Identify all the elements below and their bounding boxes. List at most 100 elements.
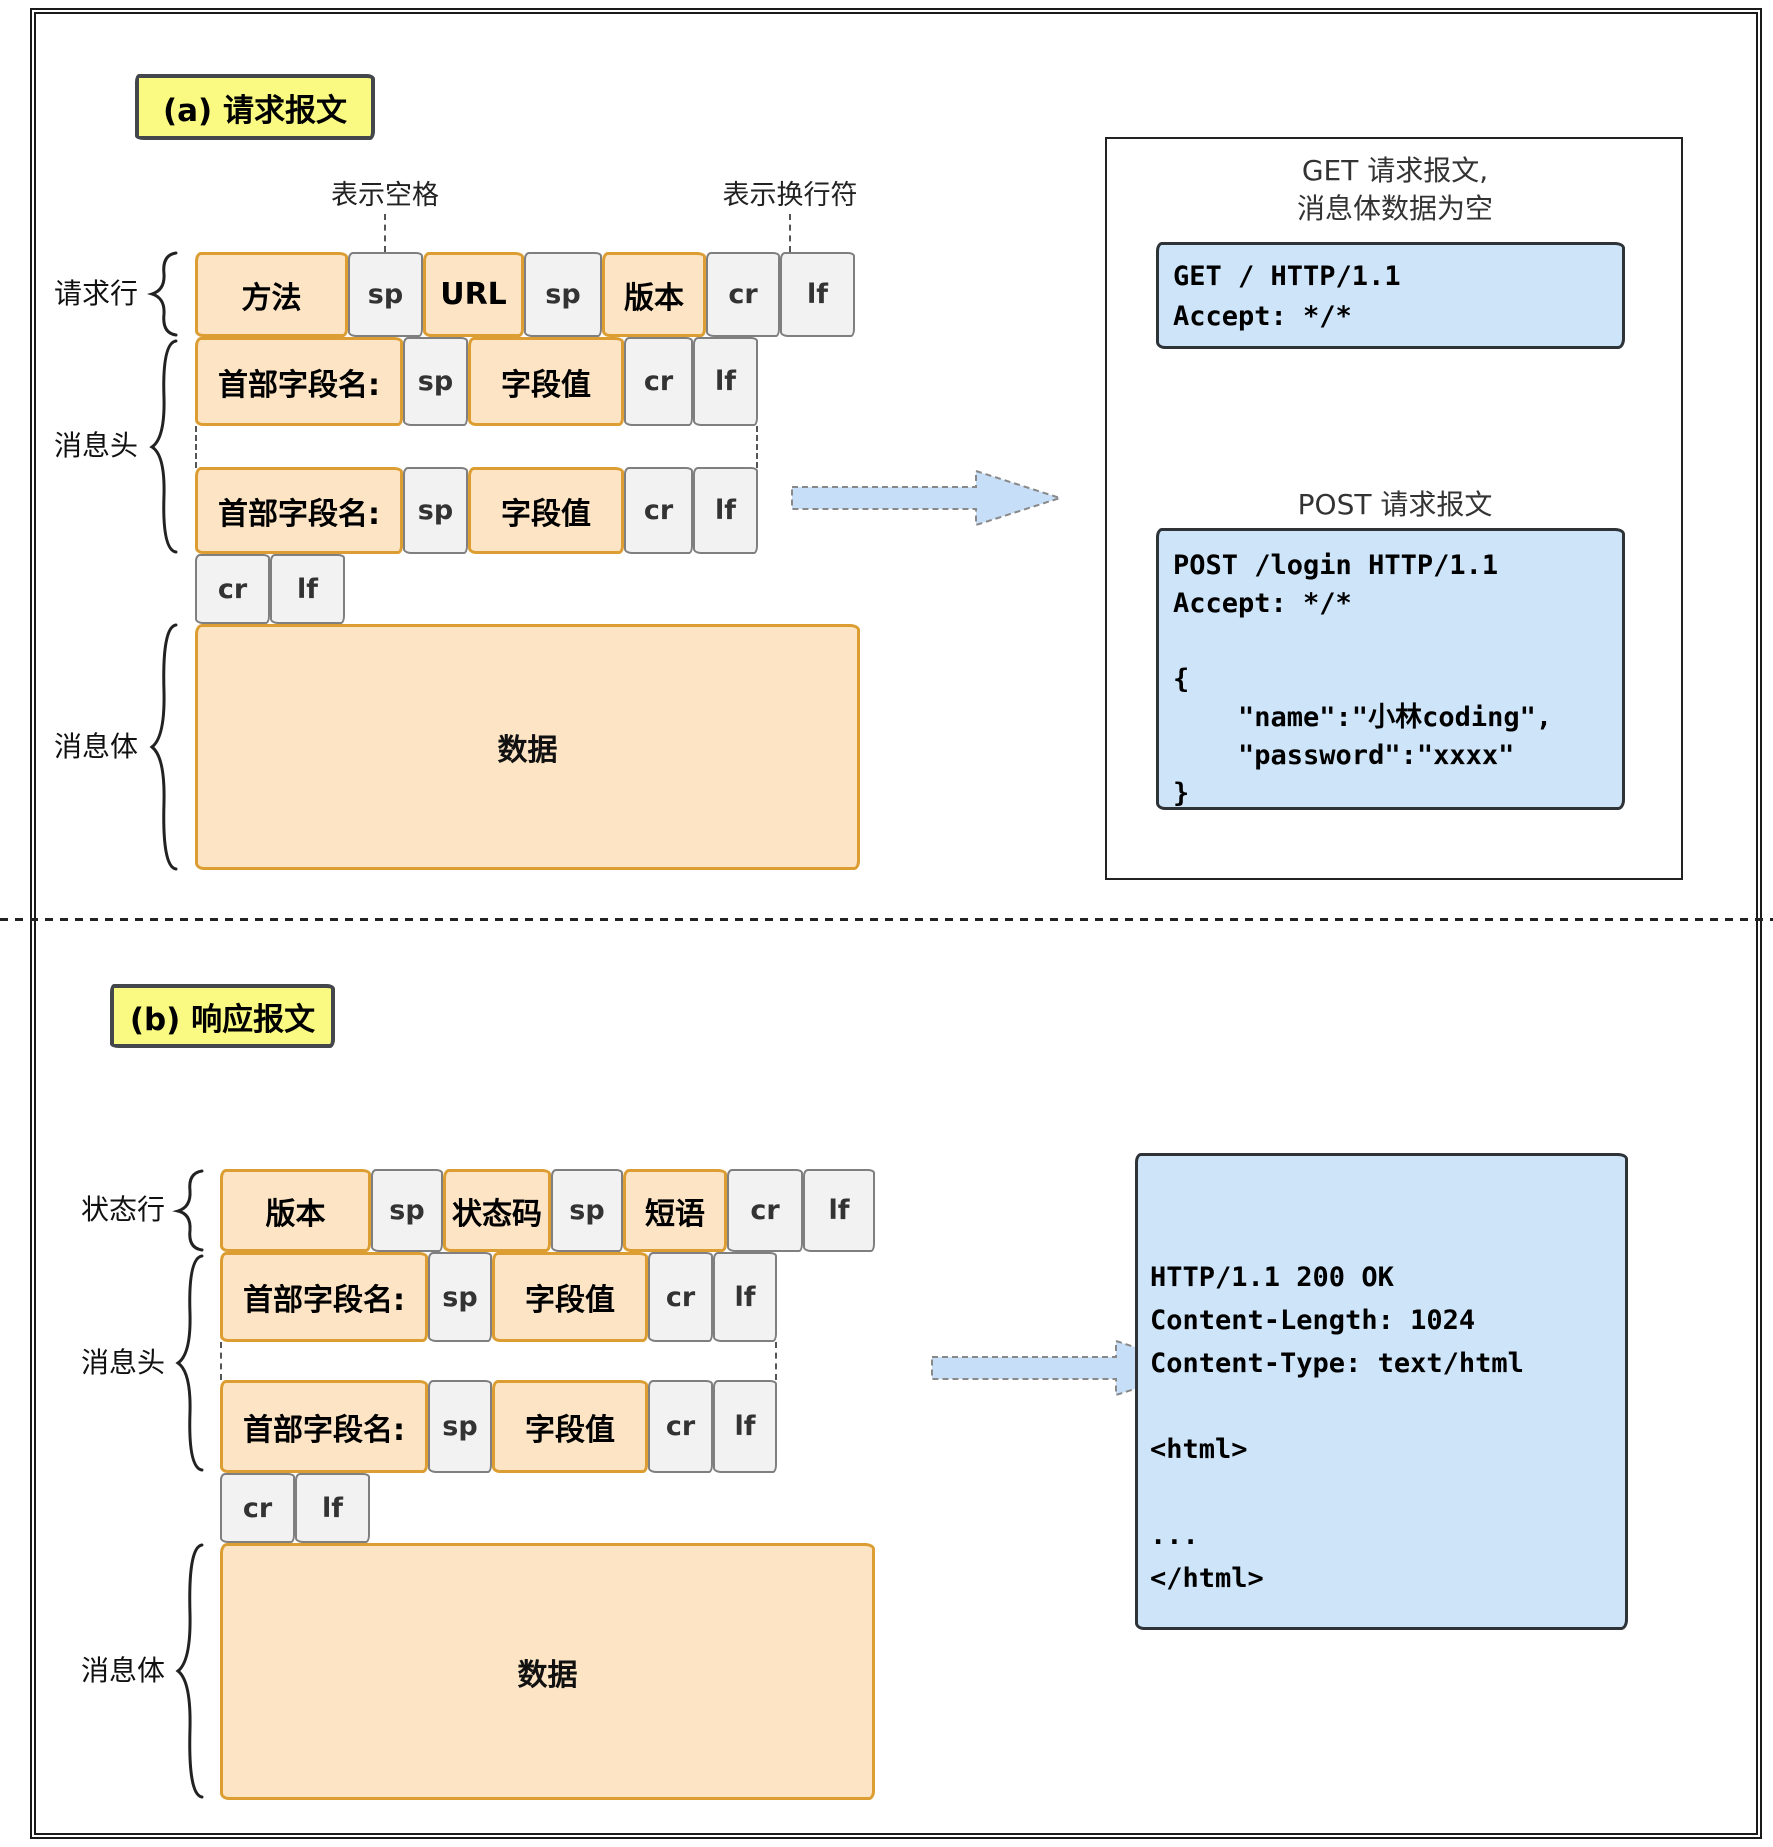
cell-header-value-label: 字段值	[501, 367, 591, 403]
cell-cr: cr	[727, 1169, 803, 1252]
cell-lf: lf	[295, 1473, 370, 1543]
cell-cr-label: cr	[242, 1492, 273, 1524]
cell-lf: lf	[693, 467, 758, 554]
cell-cr-label: cr	[728, 279, 758, 310]
response-body-side-label: 消息体	[80, 1654, 165, 1687]
status-line-side-label: 状态行	[80, 1193, 165, 1226]
cell-reason-phrase-label: 短语	[645, 1196, 705, 1232]
cell-header-name: 首部字段名:	[220, 1252, 428, 1342]
header-gap-dashed-right	[756, 426, 758, 468]
cell-lf: lf	[693, 337, 758, 426]
cell-lf: lf	[270, 554, 345, 624]
section-b-title-badge: (b) 响应报文	[110, 984, 335, 1048]
header-gap-dashed-left	[220, 1342, 222, 1380]
request-headers-side-label: 消息头	[53, 429, 138, 462]
space-annotation-label: 表示空格	[331, 180, 439, 211]
cell-header-value: 字段值	[492, 1252, 648, 1342]
cell-header-name: 首部字段名:	[195, 337, 403, 426]
cell-cr: cr	[220, 1473, 295, 1543]
cell-cr-label: cr	[665, 1411, 696, 1442]
status-line-brace	[172, 1169, 204, 1252]
cell-lf-label: lf	[714, 495, 736, 526]
cell-sp-label: sp	[417, 495, 454, 526]
cell-cr: cr	[624, 337, 693, 426]
response-body-label: 数据	[517, 1657, 578, 1693]
cell-url: URL	[423, 252, 524, 337]
cell-cr: cr	[624, 467, 693, 554]
request-body-box: 数据	[195, 624, 860, 870]
cell-lf-label: lf	[828, 1195, 850, 1226]
newline-annotation-label: 表示换行符	[722, 180, 858, 211]
cell-header-value: 字段值	[492, 1380, 648, 1473]
cell-version-label: 版本	[265, 1196, 326, 1232]
request-line-side-label: 请求行	[53, 277, 138, 310]
cell-lf-label: lf	[734, 1281, 756, 1313]
cell-version: 版本	[220, 1169, 371, 1252]
cell-cr: cr	[648, 1380, 713, 1473]
request-line-brace	[146, 251, 178, 337]
cell-header-value: 字段值	[468, 337, 624, 426]
cell-method-label: 方法	[241, 280, 302, 316]
cell-sp: sp	[403, 337, 468, 426]
request-flow-arrow-icon	[791, 469, 1064, 527]
request-body-brace	[149, 623, 178, 871]
space-annotation-connector	[384, 214, 386, 252]
cell-header-value: 字段值	[468, 467, 624, 554]
cell-cr-label: cr	[665, 1281, 696, 1313]
cell-lf-label: lf	[806, 279, 828, 310]
cell-sp-label: sp	[442, 1411, 478, 1442]
cell-lf-label: lf	[734, 1411, 756, 1442]
cell-cr: cr	[706, 252, 780, 337]
cell-header-name-label: 首部字段名:	[243, 1412, 405, 1448]
request-body-side-label: 消息体	[53, 730, 138, 763]
cell-header-value-label: 字段值	[525, 1283, 615, 1318]
section-a-title-badge: (a) 请求报文	[135, 74, 375, 140]
response-headers-brace	[175, 1254, 204, 1472]
cell-sp-2: sp	[551, 1169, 623, 1252]
cell-header-name-label: 首部字段名:	[218, 367, 380, 403]
section-divider-dashed-line	[0, 918, 1773, 921]
header-gap-dashed-left	[195, 426, 197, 468]
cell-cr-label: cr	[643, 366, 674, 397]
header-gap-dashed-right	[775, 1342, 777, 1380]
cell-sp-label: sp	[442, 1281, 478, 1313]
request-body-label: 数据	[497, 733, 558, 768]
cell-sp: sp	[403, 467, 468, 554]
cell-lf: lf	[713, 1380, 777, 1473]
cell-lf-label: lf	[714, 366, 736, 397]
cell-sp-2-label: sp	[545, 279, 581, 310]
cell-cr: cr	[195, 554, 270, 624]
cell-sp-label: sp	[417, 366, 454, 397]
post-example-title: POST 请求报文	[1297, 488, 1493, 521]
cell-header-value-label: 字段值	[501, 496, 591, 532]
cell-lf: lf	[713, 1252, 777, 1342]
section-a-title: (a) 请求报文	[162, 92, 348, 129]
get-example-title: GET 请求报文, 消息体数据为空	[1296, 154, 1493, 225]
response-code-box: HTTP/1.1 200 OK Content-Length: 1024 Con…	[1135, 1153, 1628, 1630]
cell-lf: lf	[803, 1169, 875, 1252]
section-b-title: (b) 响应报文	[129, 1001, 316, 1038]
cell-sp: sp	[428, 1252, 492, 1342]
newline-annotation-connector	[789, 214, 791, 252]
cell-reason-phrase: 短语	[623, 1169, 727, 1252]
cell-sp: sp	[428, 1380, 492, 1473]
cell-header-name-label: 首部字段名:	[218, 496, 380, 532]
cell-header-name: 首部字段名:	[220, 1380, 428, 1473]
cell-lf: lf	[780, 252, 855, 337]
cell-cr-label: cr	[217, 573, 248, 605]
cell-cr-label: cr	[643, 495, 674, 526]
cell-lf-label: lf	[321, 1492, 343, 1524]
cell-header-name-label: 首部字段名:	[243, 1283, 405, 1318]
cell-status-code: 状态码	[443, 1169, 551, 1252]
cell-sp-1-label: sp	[389, 1195, 425, 1226]
cell-sp-1-label: sp	[367, 279, 404, 310]
cell-method: 方法	[195, 252, 348, 337]
cell-header-name: 首部字段名:	[195, 467, 403, 554]
cell-header-value-label: 字段值	[525, 1412, 615, 1448]
response-body-brace	[175, 1543, 204, 1799]
get-request-code-box: GET / HTTP/1.1 Accept: */*	[1156, 242, 1625, 349]
cell-sp-2-label: sp	[569, 1195, 605, 1226]
cell-sp-1: sp	[348, 252, 423, 337]
cell-sp-2: sp	[524, 252, 602, 337]
